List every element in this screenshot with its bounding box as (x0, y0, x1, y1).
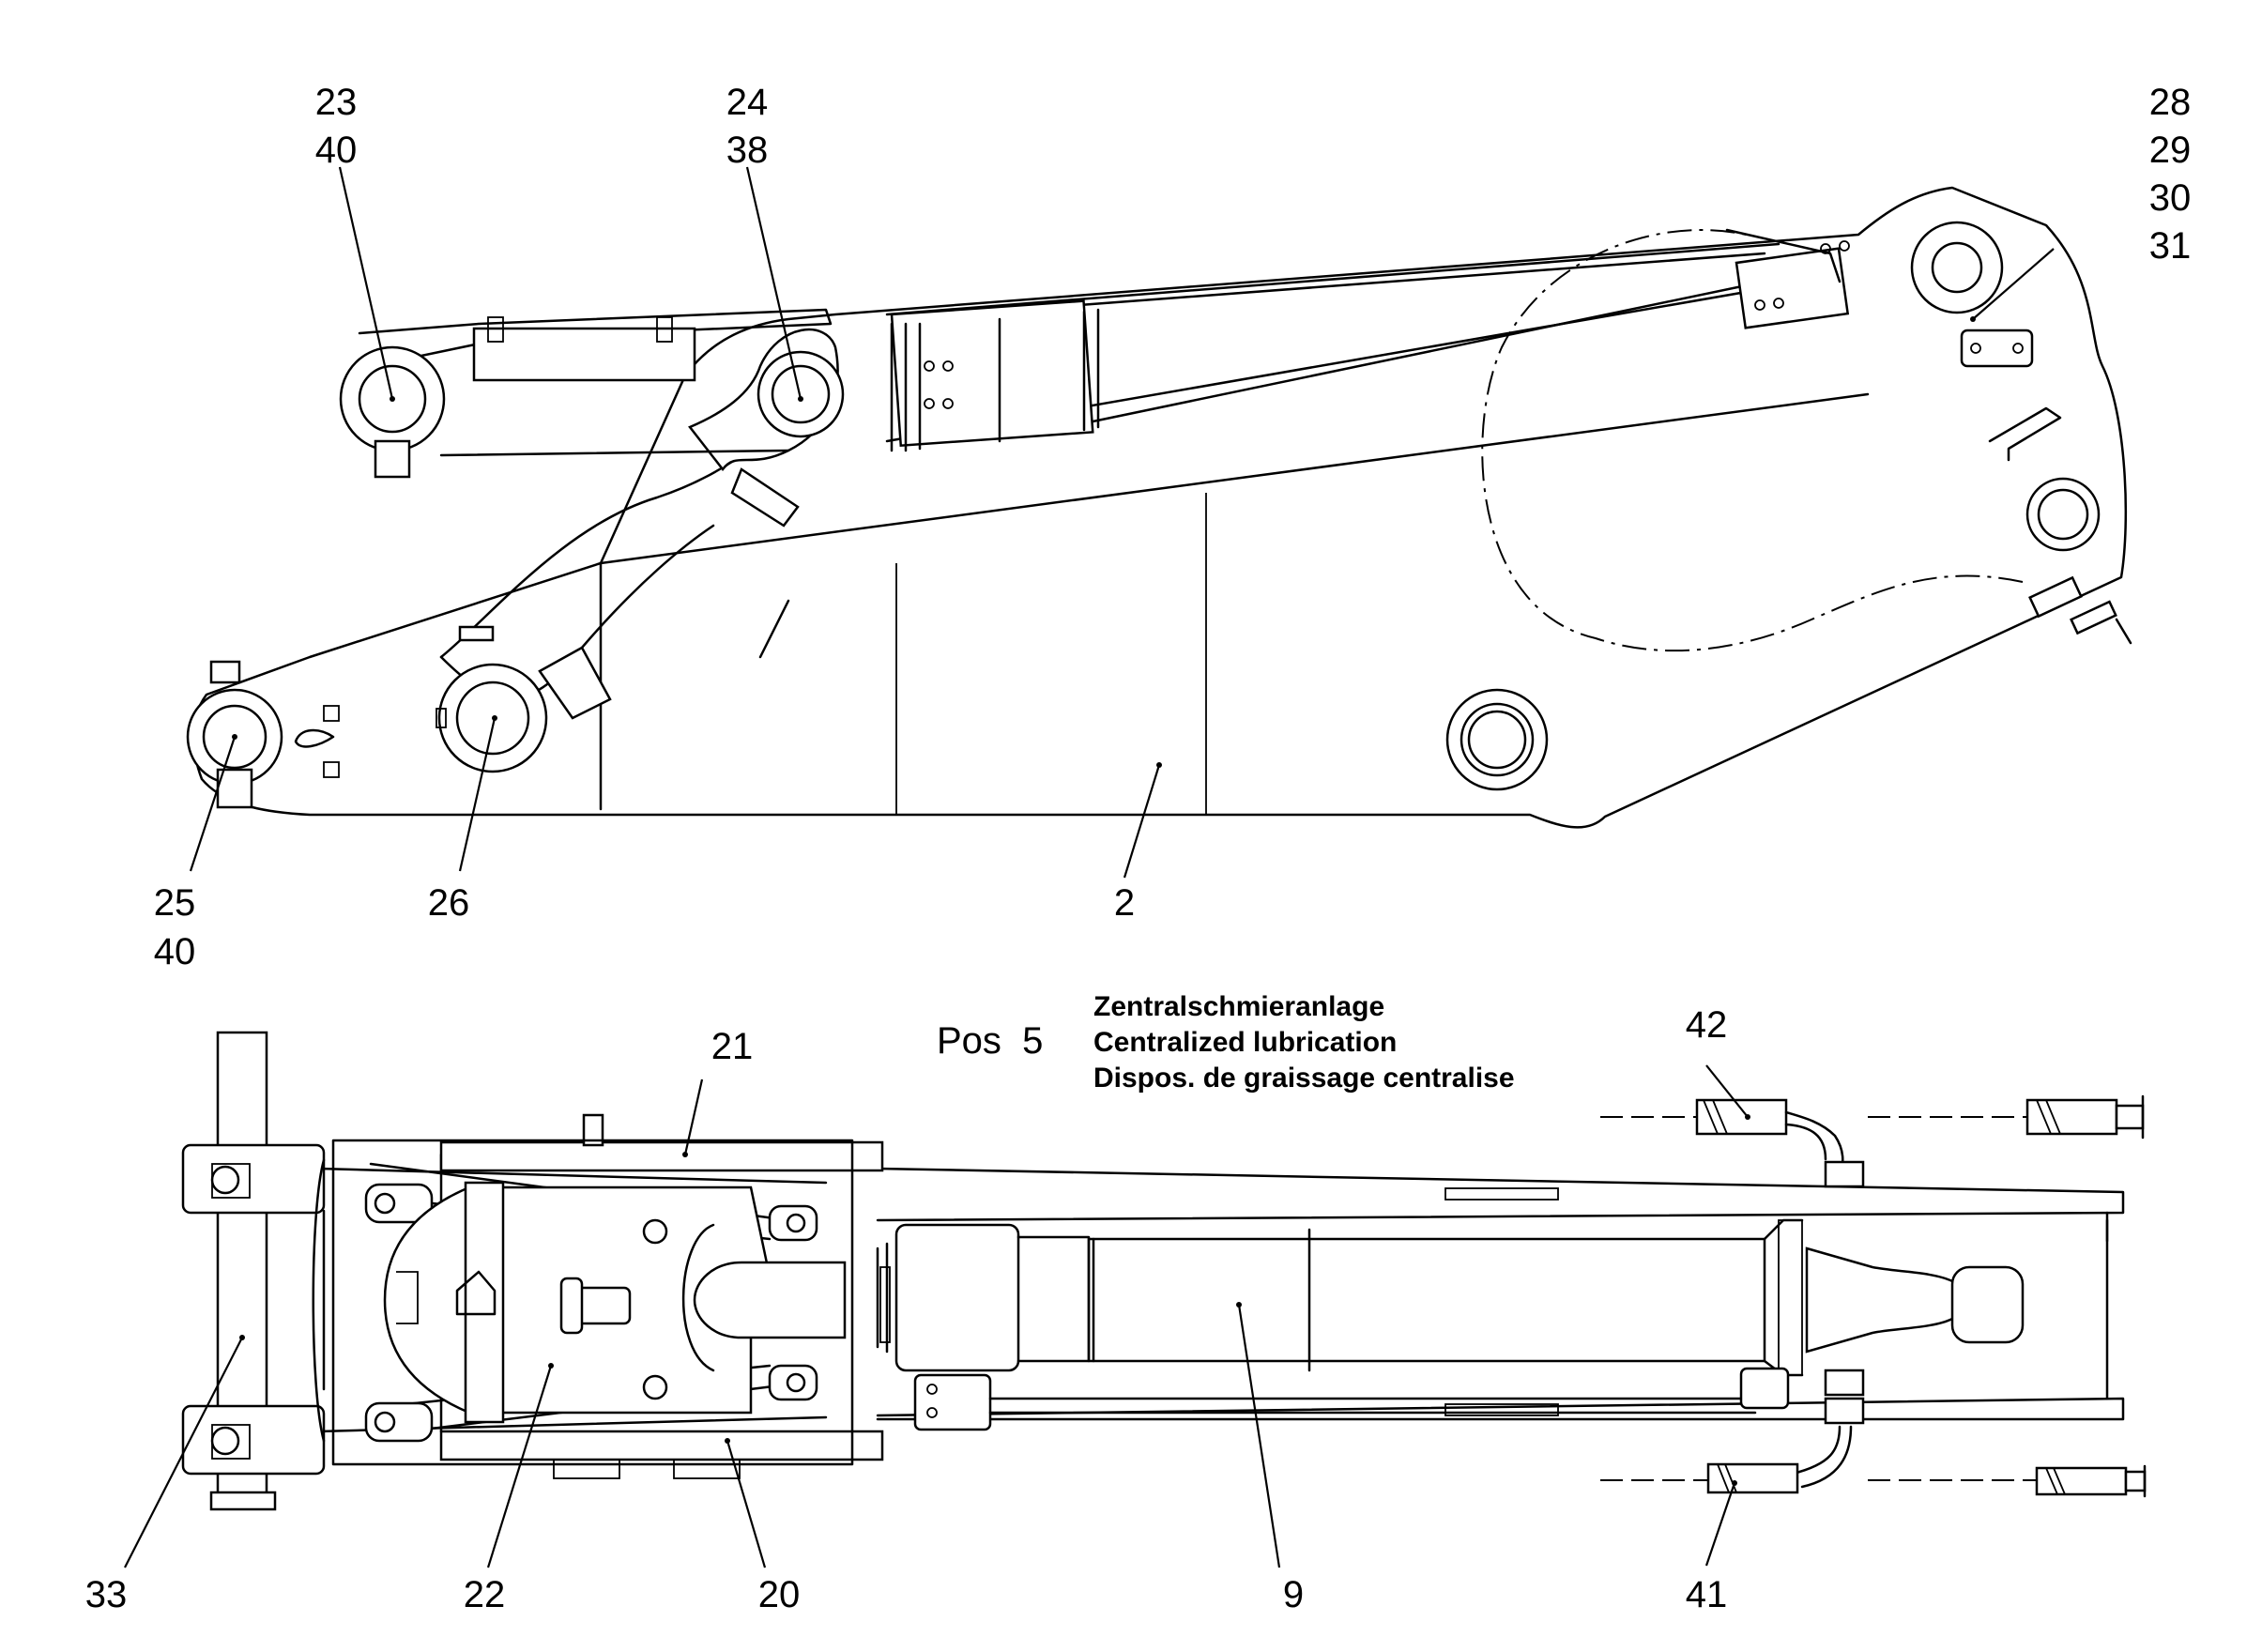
callout-38: 38 (726, 130, 769, 171)
callout-41: 41 (1686, 1574, 1728, 1615)
position-number: Pos 5 (937, 1020, 1043, 1062)
callout-28: 28 (2149, 82, 2192, 123)
legend-line-en: Centralized lubrication (1093, 1027, 1397, 1058)
callout-33: 33 (85, 1574, 128, 1615)
boom-side-view (186, 186, 2132, 829)
callout-9: 9 (1283, 1574, 1304, 1615)
callout-30: 30 (2149, 177, 2192, 219)
callout-21: 21 (711, 1026, 754, 1067)
legend-line-fr: Dispos. de graissage centralise (1093, 1063, 1515, 1094)
lubrication-hoses (1600, 1094, 2147, 1498)
callout-2: 2 (1114, 882, 1135, 924)
callout-26: 26 (428, 882, 470, 924)
top-leaders (189, 166, 2055, 879)
bottom-callouts: 21 42 33 22 20 9 41 (85, 1004, 1728, 1615)
callout-22: 22 (464, 1574, 506, 1615)
callout-29: 29 (2149, 130, 2192, 171)
callout-24: 24 (726, 82, 769, 123)
grease-fitting-right (2028, 575, 2132, 645)
callout-40-b: 40 (154, 931, 196, 972)
hydraulic-cylinder-bottom (876, 1218, 2025, 1431)
hydraulic-cylinder-top (885, 228, 1850, 452)
callout-42: 42 (1686, 1004, 1728, 1046)
lower-left-end (186, 625, 612, 809)
bottom-leaders (124, 1064, 1750, 1568)
link-arm (439, 328, 845, 700)
callout-20: 20 (758, 1574, 801, 1615)
callout-25: 25 (154, 882, 196, 924)
callout-40-a: 40 (315, 130, 358, 171)
boom-plan-view (181, 1031, 2147, 1511)
position-legend: Pos 5 Zentralschmieranlage Centralized l… (937, 991, 1515, 1094)
top-callouts: 23 40 24 38 28 29 30 31 25 40 26 2 (154, 82, 2192, 972)
callout-23: 23 (315, 82, 358, 123)
legend-line-de: Zentralschmieranlage (1093, 991, 1384, 1022)
callout-31: 31 (2149, 225, 2192, 267)
